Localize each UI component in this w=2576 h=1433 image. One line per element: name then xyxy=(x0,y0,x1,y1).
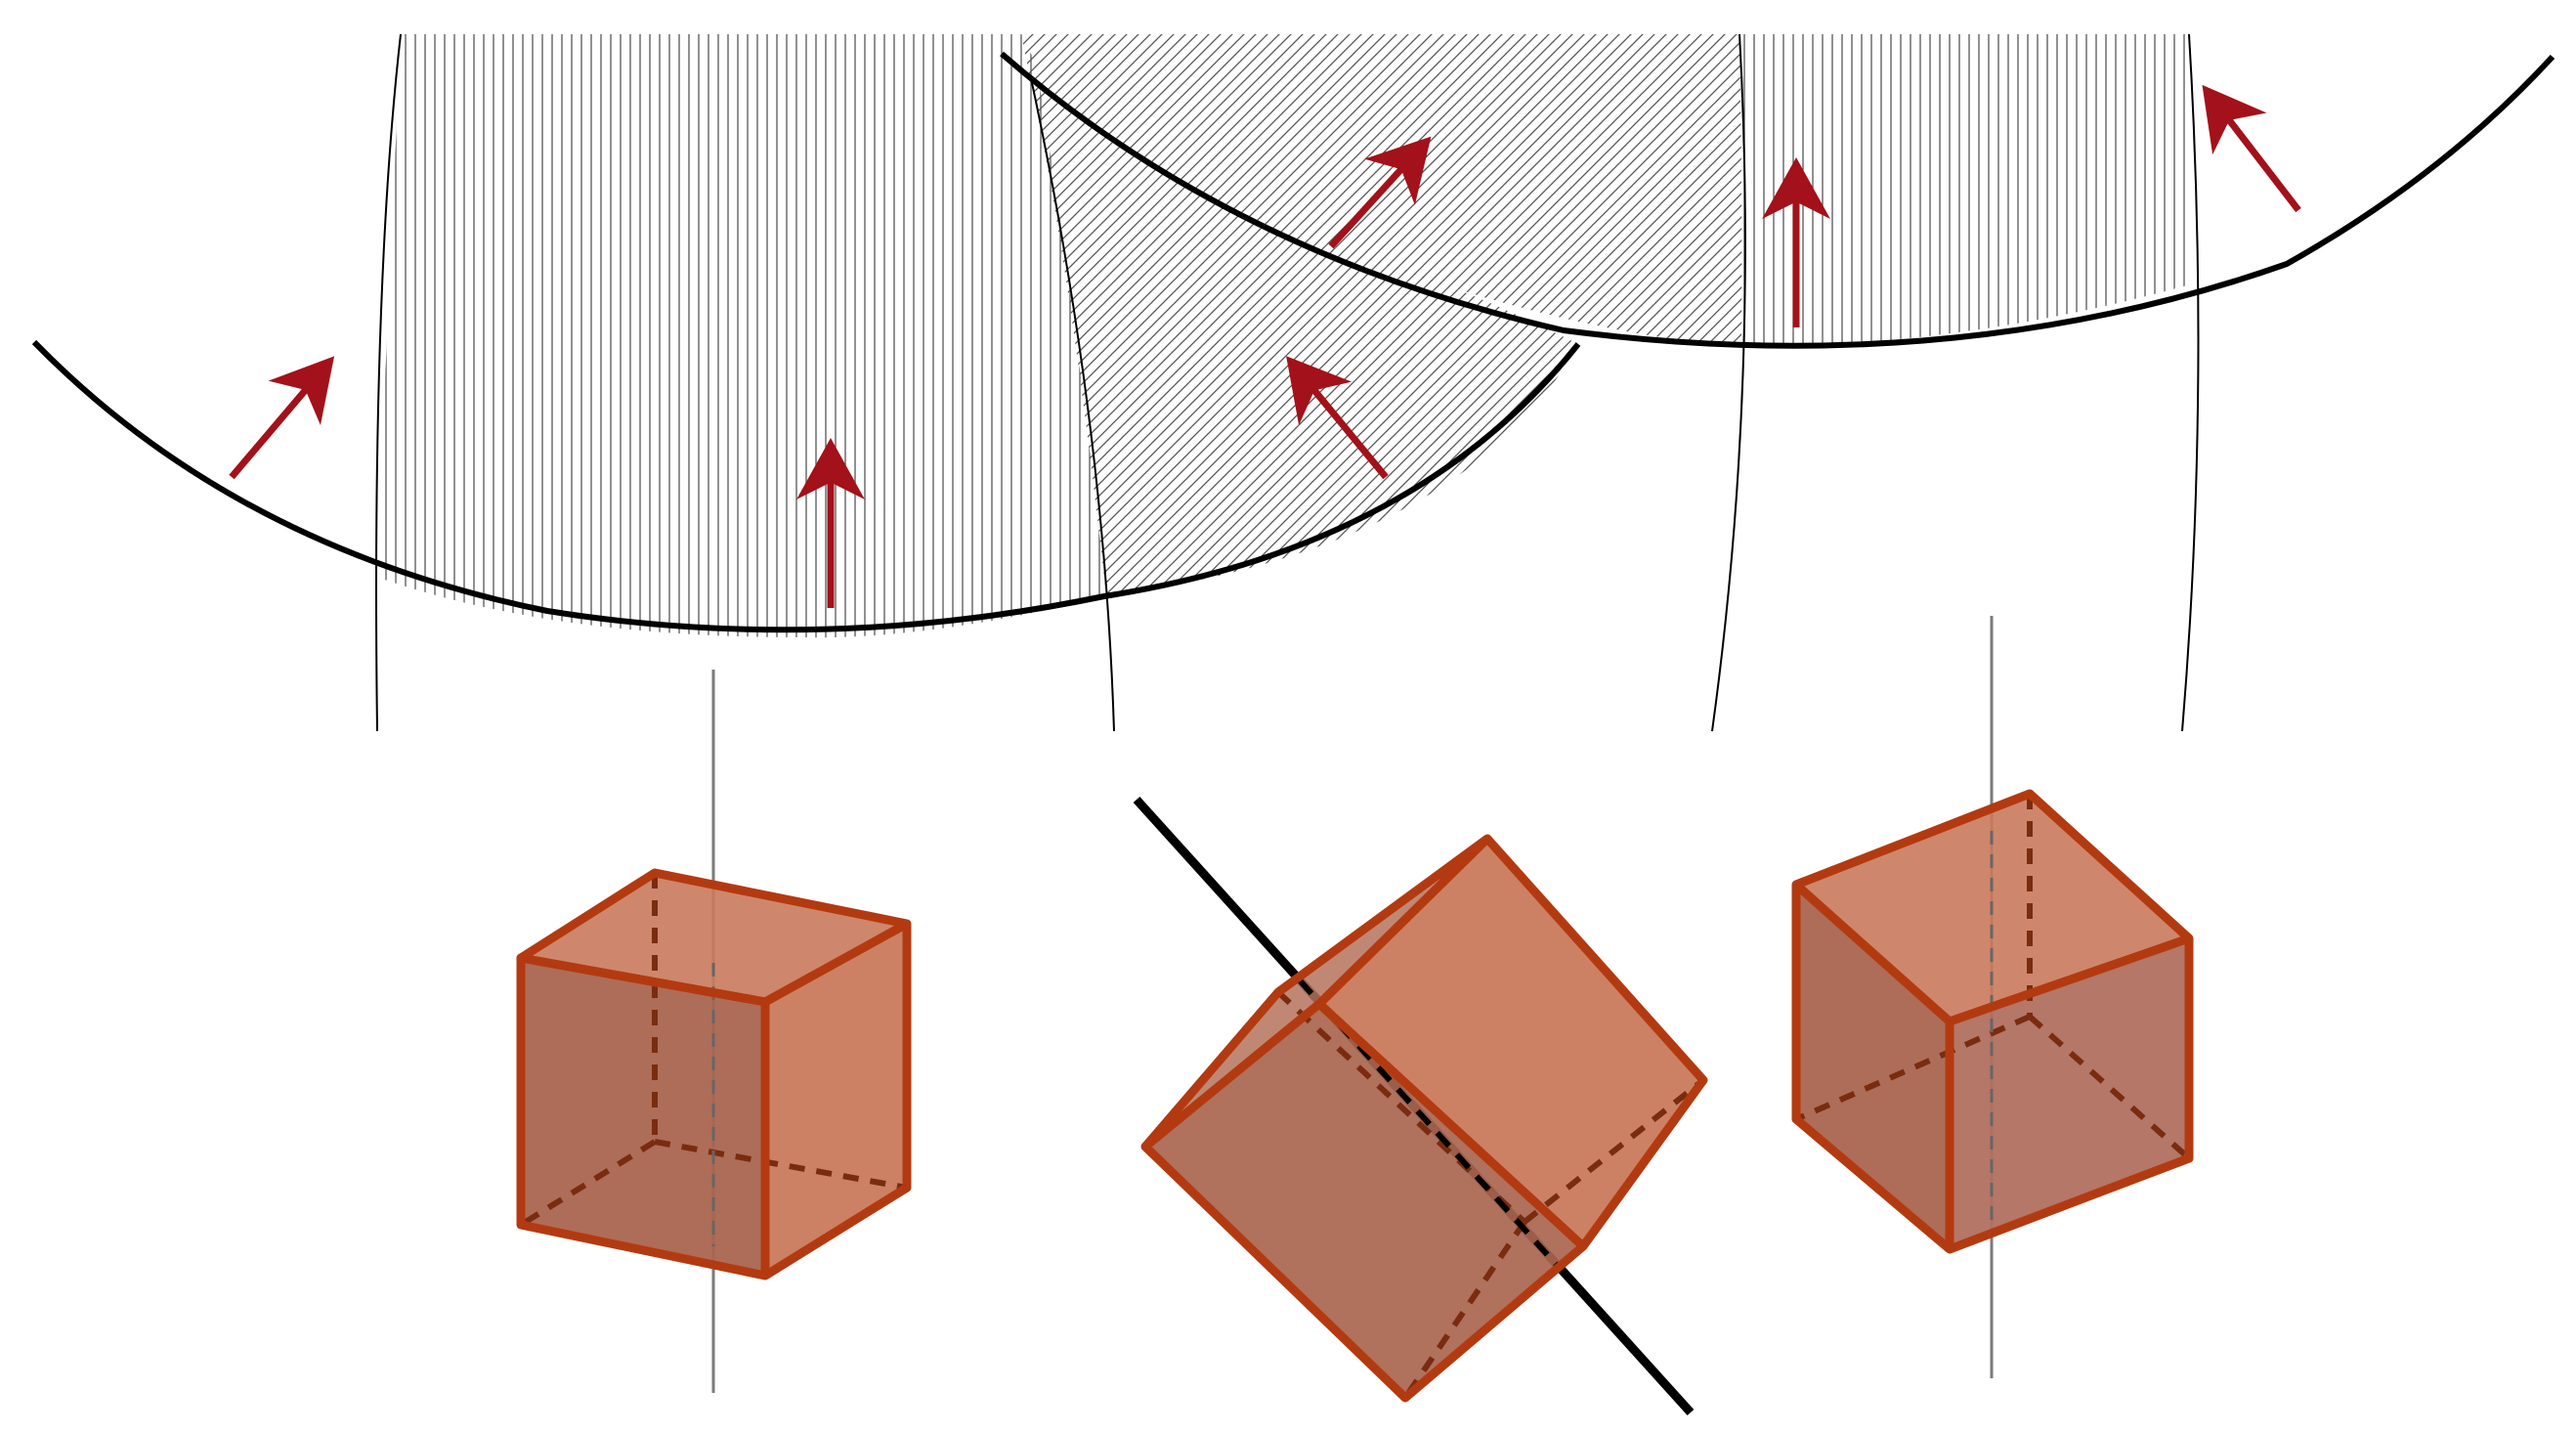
boundary-line-1 xyxy=(375,33,402,732)
right-cube-left-face xyxy=(1796,885,1950,1249)
grain-boundaries xyxy=(375,33,2200,732)
left-cube-front-face xyxy=(521,958,765,1276)
arrow-upper-grain xyxy=(1328,136,1432,249)
middle-cube-back-face xyxy=(1145,839,1487,1147)
right-cube-front-face xyxy=(1950,938,2189,1249)
right-cube xyxy=(1791,616,2194,1378)
boundary-line-2 xyxy=(1030,77,1115,732)
arrow-right-grain-2 xyxy=(2202,84,2301,213)
boundary-line-3 xyxy=(1711,33,1746,732)
boundary-line-4 xyxy=(2181,33,2200,732)
left-grain-region xyxy=(376,34,1106,638)
left-cube-right-face xyxy=(765,924,907,1276)
arrow-middle-grain xyxy=(1286,356,1389,480)
surface-arcs xyxy=(31,51,2555,633)
left-surface-arc xyxy=(31,339,1581,633)
right-surface-arc xyxy=(1000,51,2555,349)
arrow-left-grain-1 xyxy=(229,356,335,480)
orientation-arrows xyxy=(229,84,2301,608)
middle-cube-right-face xyxy=(1319,839,1703,1246)
grain-regions xyxy=(376,34,2192,638)
right-grain-region xyxy=(1739,34,2192,347)
left-cube xyxy=(516,670,912,1393)
middle-cube xyxy=(1133,796,1708,1416)
